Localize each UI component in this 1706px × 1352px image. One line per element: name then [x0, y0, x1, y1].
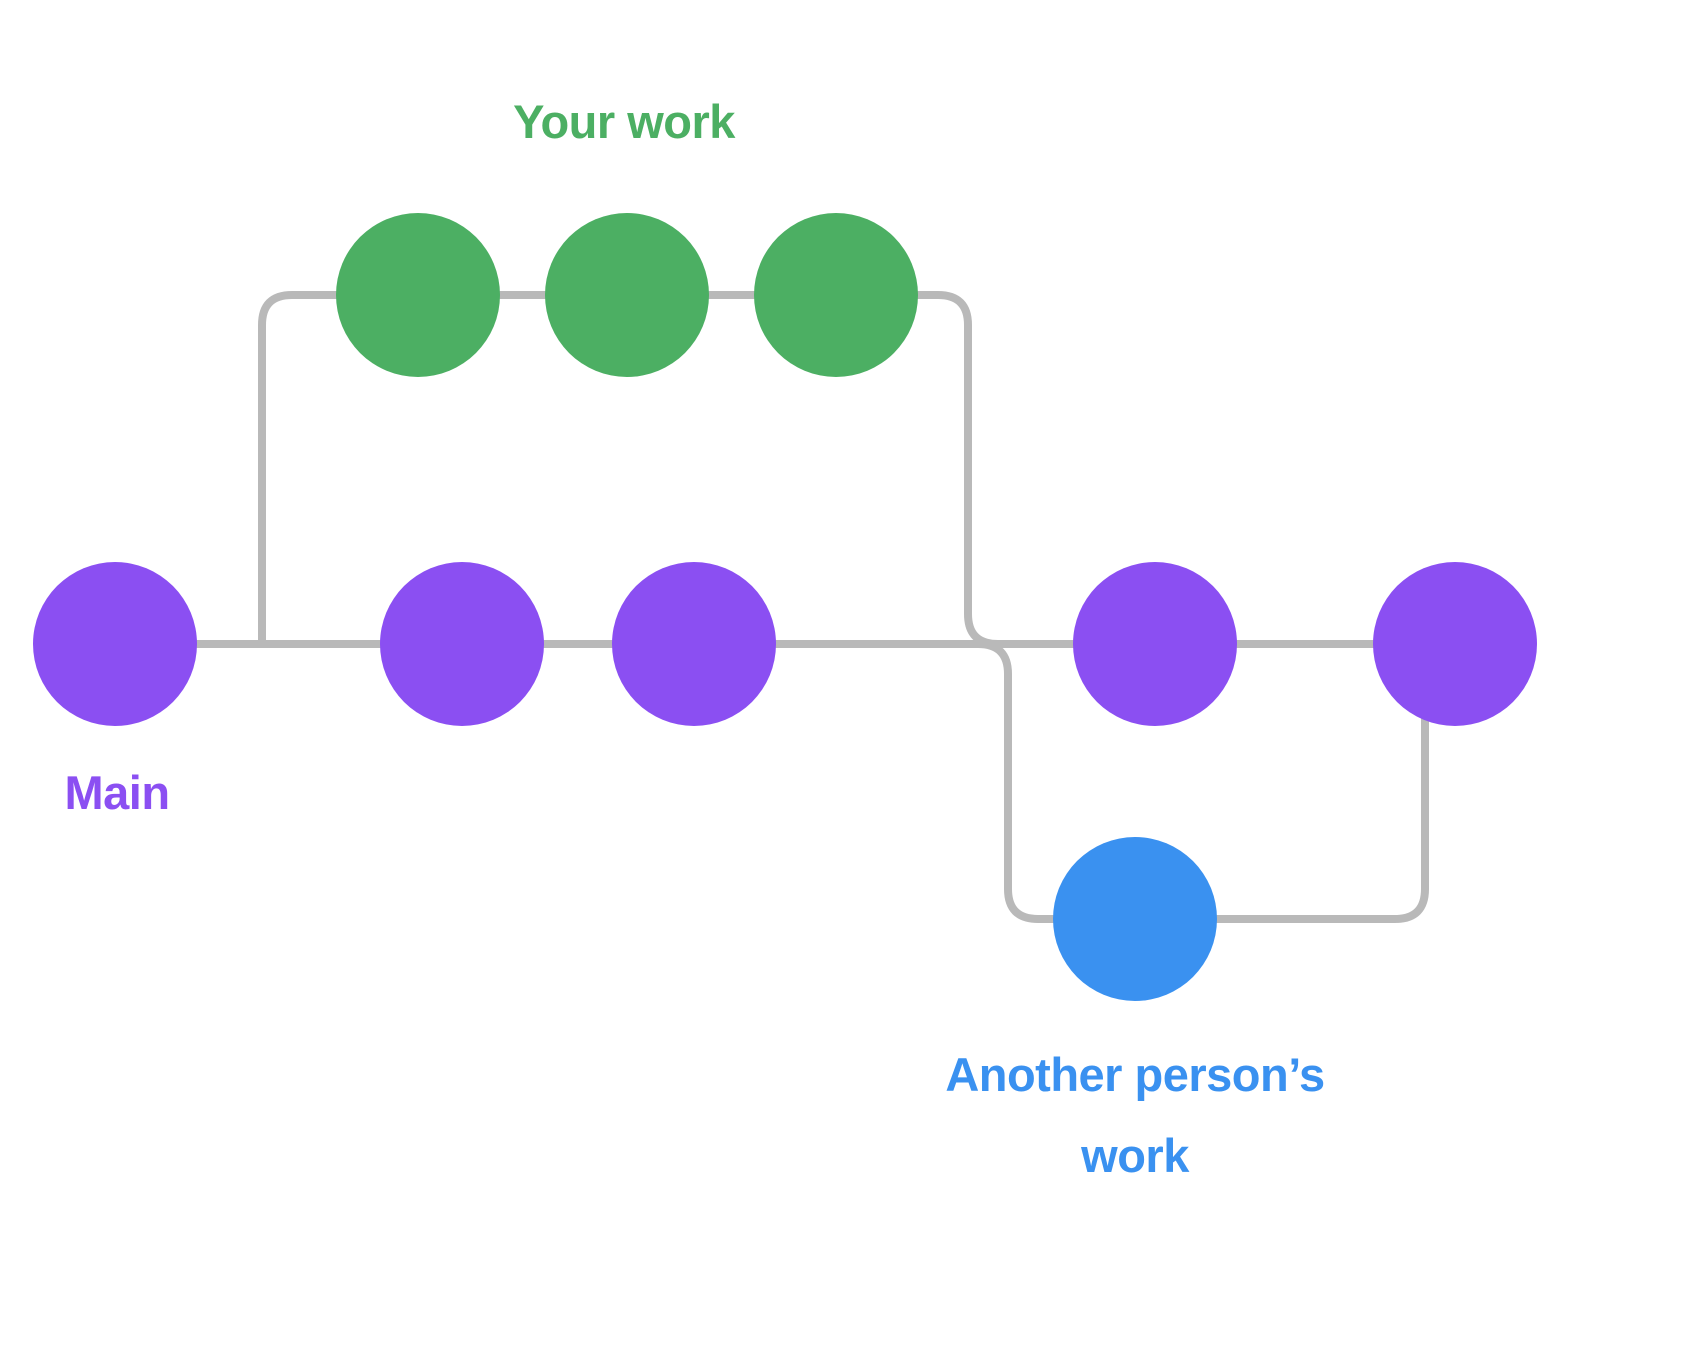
commit-node-green-1[interactable]	[336, 213, 500, 377]
label-another-person-line-1: Another person’s	[945, 1048, 1325, 1102]
commit-node-main-3[interactable]	[612, 562, 776, 726]
connector-branch-out-to-your-work	[258, 291, 340, 648]
label-your-work: Your work	[513, 95, 735, 149]
commit-node-green-2[interactable]	[545, 213, 709, 377]
label-another-person-line-2: work	[1081, 1129, 1189, 1183]
connector-merge-your-work-to-main	[914, 291, 1077, 648]
commit-node-main-5[interactable]	[1373, 562, 1537, 726]
commit-node-green-3[interactable]	[754, 213, 918, 377]
label-main: Main	[64, 766, 170, 820]
commit-node-main-4[interactable]	[1073, 562, 1237, 726]
commit-node-main-1[interactable]	[33, 562, 197, 726]
commit-node-blue-1[interactable]	[1053, 837, 1217, 1001]
connector-branch-out-to-another-person	[898, 640, 1057, 923]
commit-node-main-2[interactable]	[380, 562, 544, 726]
